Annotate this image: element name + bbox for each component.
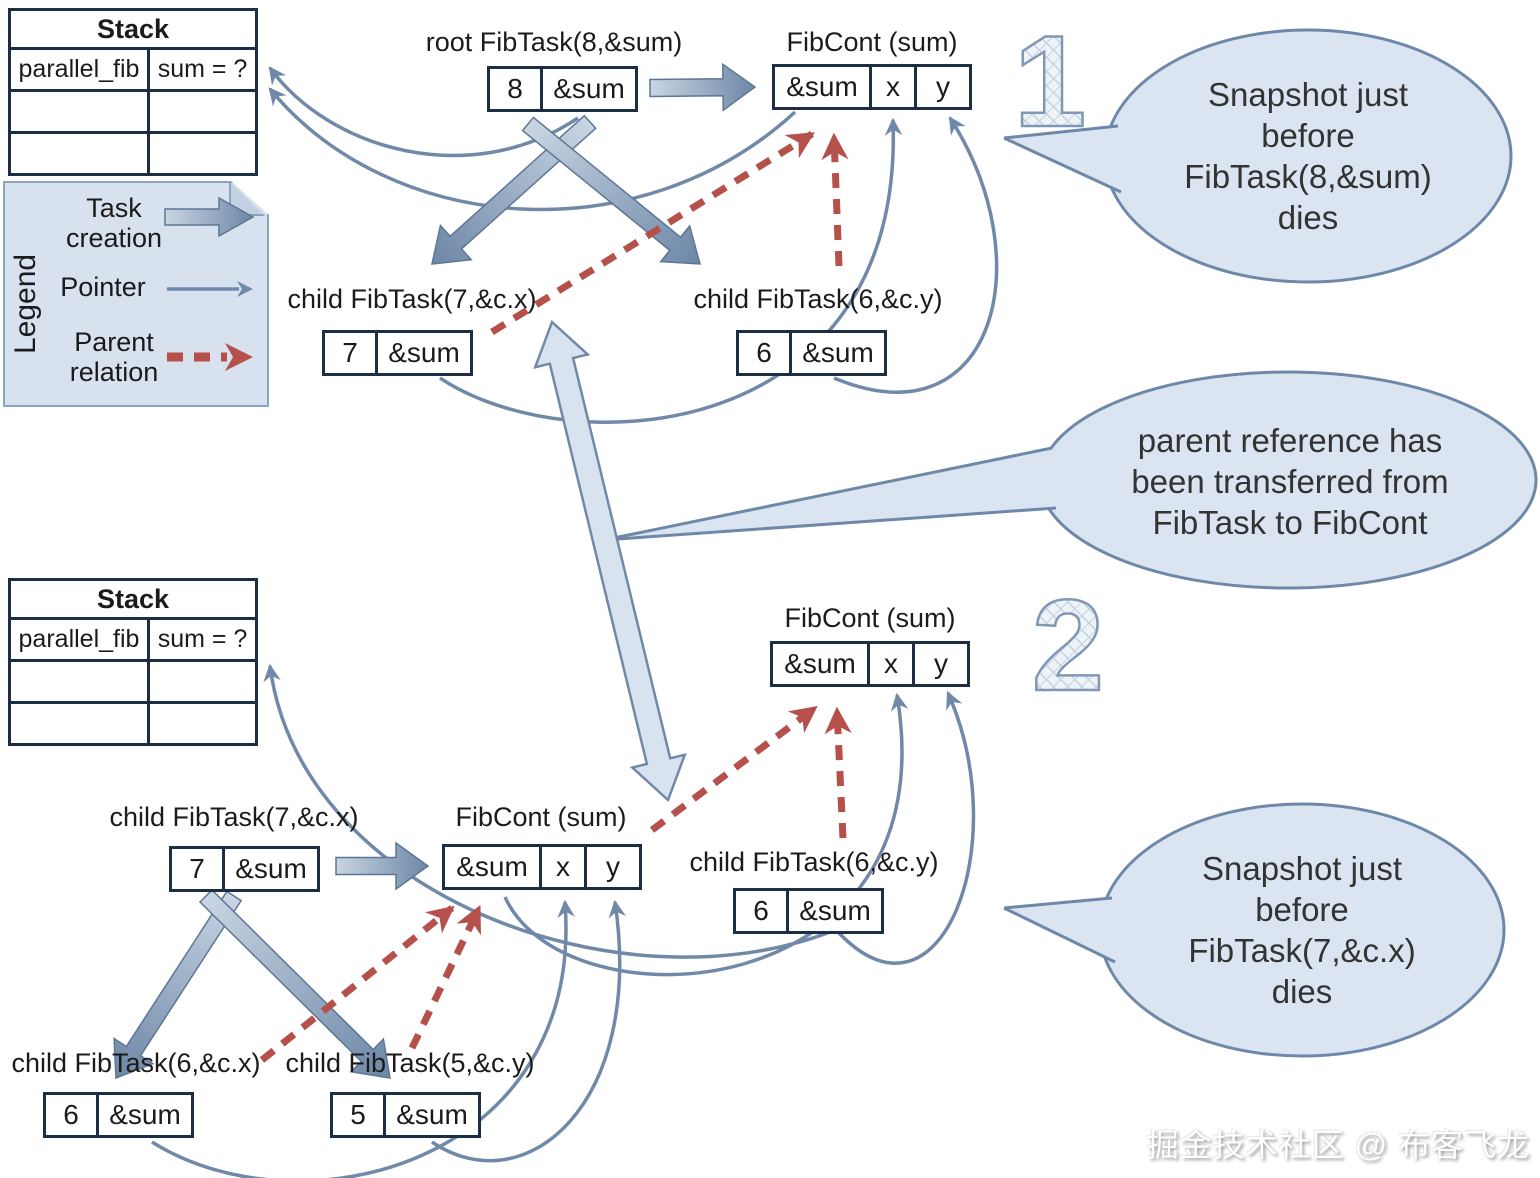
child6x-label-s2: child FibTask(6,&c.x): [11, 1048, 261, 1078]
cont-sum-cell: &sum: [445, 847, 542, 887]
legend-content: Legend Task creation Pointer Parent rela…: [3, 181, 269, 407]
child5y-box-s2: 5 &sum: [330, 1092, 481, 1138]
fibcont-new-box-s2: &sum x y: [442, 844, 642, 890]
stack-frame-value: sum = ?: [157, 625, 248, 653]
child6y-label-s2: child FibTask(6,&c.y): [689, 847, 939, 877]
stack-title: Stack: [11, 11, 255, 50]
task-creation-arrow-icon: [164, 196, 255, 238]
bubble-line: before: [1261, 117, 1355, 154]
cont-sum-cell: &sum: [775, 67, 872, 107]
generated-arrows: [113, 62, 999, 1178]
child7-label-s1: child FibTask(7,&c.x): [287, 284, 537, 314]
fibcont1-box: &sum x y: [772, 64, 972, 110]
child7-box-s1: 7 &sum: [322, 330, 473, 376]
stack-table-2: Stack parallel_fib sum = ?: [8, 578, 258, 746]
step-number-1: 1: [1014, 8, 1086, 154]
watermark-text: 掘金技术社区 @ 布客飞龙: [1146, 1127, 1530, 1163]
pointer-arrow-icon: [167, 281, 253, 297]
task-arg-cell: 6: [46, 1095, 99, 1135]
stack-frame-name: [11, 662, 150, 701]
bubble-transition-text: parent reference has been transferred fr…: [1055, 420, 1525, 543]
table-row: [11, 134, 255, 173]
parent-relation-arrow-icon: [167, 343, 253, 371]
bubble-line: FibTask to FibCont: [1152, 504, 1428, 541]
cont-x-cell: x: [872, 67, 917, 107]
stack-frame-value: sum = ?: [157, 55, 248, 83]
stack-frame-name: parallel_fib: [11, 50, 150, 89]
table-row: parallel_fib sum = ?: [11, 50, 255, 92]
stack-frame-value: [150, 134, 255, 173]
task-ref-cell: &sum: [109, 1099, 181, 1130]
task-ref-cell: &sum: [235, 853, 307, 884]
cont-y-cell: y: [934, 648, 948, 679]
cont-y-cell: y: [606, 851, 620, 882]
bubble-line: Snapshot just: [1208, 76, 1408, 113]
bubble-line: Snapshot just: [1202, 850, 1402, 887]
root-task-label: root FibTask(8,&sum): [425, 27, 683, 57]
stack-frame-name: [11, 704, 150, 743]
child6-box-s1: 6 &sum: [736, 330, 887, 376]
child6x-box-s2: 6 &sum: [43, 1092, 194, 1138]
child6-label-s1: child FibTask(6,&c.y): [693, 284, 943, 314]
root-task-box: 8 &sum: [487, 66, 638, 112]
table-row: [11, 92, 255, 134]
stack-frame-name: [11, 92, 150, 131]
cont-x-cell: x: [870, 644, 915, 684]
task-arg-cell: 5: [333, 1095, 386, 1135]
stack-frame-name: parallel_fib: [11, 620, 150, 659]
stack-frame-name: [11, 134, 150, 173]
fibcont1-label: FibCont (sum): [786, 27, 958, 57]
bubble-snapshot2-shape: [1003, 802, 1506, 1058]
step-number-2: 2: [1032, 572, 1104, 718]
cont-sum-cell: &sum: [773, 644, 870, 684]
table-row: [11, 704, 255, 743]
bubble-line: been transferred from: [1131, 463, 1449, 500]
child7-label-s2: child FibTask(7,&c.x): [109, 802, 359, 832]
bubble-line: FibTask(7,&c.x): [1188, 932, 1416, 969]
fibcont-top-label-s2: FibCont (sum): [784, 603, 956, 633]
bubble-line: FibTask(8,&sum): [1184, 158, 1432, 195]
bubble-line: dies: [1277, 199, 1339, 236]
fibcont-top-box-s2: &sum x y: [770, 641, 970, 687]
task-ref-cell: &sum: [802, 337, 874, 368]
task-ref-cell: &sum: [799, 895, 871, 926]
stack-table-1: Stack parallel_fib sum = ?: [8, 8, 258, 176]
child5y-label-s2: child FibTask(5,&c.y): [285, 1048, 535, 1078]
table-row: [11, 662, 255, 704]
task-arg-cell: 7: [172, 849, 225, 889]
cont-x-cell: x: [542, 847, 587, 887]
task-ref-cell: &sum: [553, 73, 625, 104]
legend-item-parent-relation: Parent relation: [69, 327, 159, 387]
stack-frame-value: [150, 92, 255, 131]
child7-box-s2: 7 &sum: [169, 846, 320, 892]
task-ref-cell: &sum: [396, 1099, 468, 1130]
legend-item-task-creation: Task creation: [65, 193, 163, 253]
task-arg-cell: 8: [490, 69, 543, 109]
table-row: parallel_fib sum = ?: [11, 620, 255, 662]
bubble-line: parent reference has: [1137, 422, 1443, 459]
task-arg-cell: 6: [736, 891, 789, 931]
stack-frame-value: [150, 662, 255, 701]
fibcont-new-label-s2: FibCont (sum): [455, 802, 627, 832]
bubble-snapshot1-text: Snapshot just before FibTask(8,&sum) die…: [1113, 74, 1503, 238]
stack-title: Stack: [11, 581, 255, 620]
bubble-line: before: [1255, 891, 1349, 928]
task-arg-cell: 7: [325, 333, 378, 373]
legend-title: Legend: [9, 253, 42, 355]
stack-frame-value: [150, 704, 255, 743]
cont-y-cell: y: [936, 71, 950, 102]
bubble-line: dies: [1271, 973, 1333, 1010]
bubble-snapshot2-text: Snapshot just before FibTask(7,&c.x) die…: [1107, 848, 1497, 1012]
legend-item-pointer: Pointer: [60, 272, 146, 302]
task-arg-cell: 6: [739, 333, 792, 373]
bubble-snapshot1-shape: [1003, 28, 1513, 284]
task-ref-cell: &sum: [388, 337, 460, 368]
bubble-transition-shape: [603, 370, 1538, 590]
child6y-box-s2: 6 &sum: [733, 888, 884, 934]
